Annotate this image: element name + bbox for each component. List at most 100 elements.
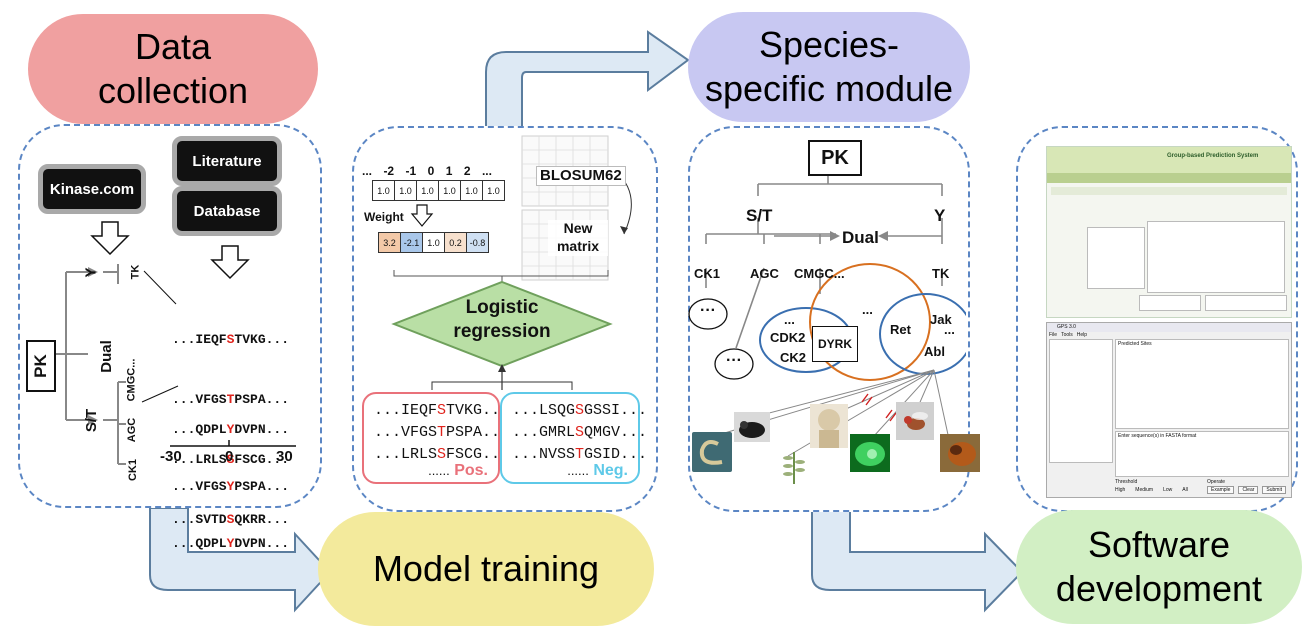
- flow-arrow-to-software: [811, 507, 1024, 613]
- gps-web-buttons: [1205, 295, 1287, 311]
- species-ret-label: Ret: [890, 322, 911, 337]
- position-label: 0: [427, 164, 435, 178]
- database-box: Database: [172, 186, 282, 236]
- example-button[interactable]: Example: [1207, 486, 1235, 494]
- weight-cell: -0.8: [466, 232, 489, 253]
- ck1-group-ellipsis: ···: [700, 302, 716, 319]
- species-agc-label: AGC: [750, 266, 779, 281]
- organism-mouse-image: [734, 412, 770, 442]
- gps-desktop-tree: [1049, 339, 1113, 463]
- gps-web-input: [1147, 221, 1285, 293]
- organism-nematode-image: [692, 432, 732, 472]
- kinase-com-label: Kinase.com: [49, 180, 135, 198]
- weight-cell: 1.0: [422, 232, 445, 253]
- weight-cell: 0.2: [444, 232, 467, 253]
- gps-desktop-results: Predicted Sites: [1115, 339, 1289, 429]
- positive-set: ...IEQFSTVKG... ...VFGSTPSPA... ...LRLSS…: [362, 392, 510, 484]
- threshold-option[interactable]: High: [1115, 487, 1126, 493]
- gps-desktop-menu: File Tools Help: [1049, 332, 1087, 338]
- negative-sequence: ...GMRLSQMGV...: [512, 424, 648, 441]
- positive-label: Pos.: [454, 462, 488, 479]
- menu-item: Help: [1076, 332, 1088, 338]
- position-label: -1: [405, 164, 417, 178]
- predicted-sites-label: Predicted Sites: [1118, 341, 1152, 347]
- threshold-option[interactable]: Low: [1163, 487, 1173, 493]
- negative-sequence: ...NVSSTGSID...: [512, 446, 648, 463]
- gps-desktop-threshold: Threshold High Medium Low All: [1115, 479, 1205, 495]
- axis-tick-center: 0: [225, 448, 234, 465]
- stage-model-training-label: Model training: [372, 548, 600, 589]
- gps-web-header: Group-based Prediction System: [1047, 147, 1291, 173]
- ck1-group-ellipse: [688, 298, 728, 330]
- literature-box: Literature: [172, 136, 282, 186]
- dual-ellipsis: ...: [862, 302, 873, 317]
- species-ck2-label: CK2: [780, 350, 807, 365]
- sequence-row: ...SVTDSQKRR...: [172, 512, 290, 527]
- pk-box: PK: [26, 340, 56, 392]
- gps-desktop-screenshot: GPS 3.0 File Tools Help Predicted Sites …: [1046, 322, 1292, 498]
- species-st-label: S/T: [746, 206, 773, 225]
- organism-human-image: [810, 404, 848, 448]
- dual-label: Dual: [97, 340, 115, 373]
- st-label: S/T: [83, 408, 101, 433]
- submit-button[interactable]: Submit: [1262, 486, 1286, 494]
- sequence-row: ...LRLSSFSCG...: [172, 452, 290, 467]
- data-collection-lines: [52, 221, 296, 465]
- position-label: ...: [481, 164, 492, 178]
- species-cmgc-label: CMGC...: [794, 266, 845, 281]
- stage-data-collection: Data collection: [28, 14, 318, 124]
- row-cell: 1.0: [460, 180, 483, 201]
- operate-label: Operate: [1207, 479, 1226, 485]
- organism-plant-image: [776, 448, 812, 484]
- agc-group-ellipse: [714, 348, 754, 380]
- st-sequence-list: ...IEQFSTVKG... ...VFGSTPSPA... ...LRLSS…: [172, 290, 289, 550]
- species-abl-label: Abl: [924, 344, 945, 359]
- flow-arrow-to-model-training: [149, 507, 332, 613]
- position-label: ...: [362, 164, 373, 178]
- stage-species-module-label: Species-specific module: [704, 24, 954, 109]
- weight-down-arrow: [410, 204, 434, 227]
- ck1-label: CK1: [127, 458, 140, 482]
- organism-fly-image: [896, 402, 934, 440]
- pk-label: PK: [31, 354, 50, 378]
- new-matrix-label-box: New matrix: [548, 220, 608, 256]
- negative-label: Neg.: [593, 462, 628, 479]
- positive-sequence: ...VFGSTPSPA...: [374, 424, 510, 441]
- menu-item: Tools: [1061, 332, 1073, 338]
- gps-web-title: Group-based Prediction System: [1167, 153, 1259, 159]
- down-arrow-database: [210, 245, 250, 280]
- gps-desktop-operate: Operate Example Clear Submit: [1207, 479, 1289, 495]
- axis-tick-right: 30: [276, 448, 293, 465]
- row-cell: 1.0: [372, 180, 395, 201]
- kinase-com-box: Kinase.com: [38, 164, 146, 214]
- stage-data-collection-label: Data collection: [97, 26, 249, 111]
- gps-web-tree: [1087, 227, 1145, 289]
- species-dual-label: Dual: [842, 228, 879, 247]
- agc-group-ellipsis: ···: [726, 352, 742, 369]
- sequence-row: ...VFGSTPSPA...: [172, 392, 290, 407]
- axis-tick-left: -30: [160, 448, 182, 465]
- positive-dots: ......: [428, 463, 450, 478]
- cmgc-label: CMGC...: [125, 358, 138, 402]
- threshold-option[interactable]: Medium: [1135, 487, 1154, 493]
- threshold-option[interactable]: All: [1182, 487, 1188, 493]
- tk-ellipsis: ...: [944, 322, 955, 337]
- clear-button[interactable]: Clear: [1238, 486, 1259, 494]
- positive-sequence: ...LRLSSFSCG...: [374, 446, 510, 463]
- menu-item: File: [1049, 332, 1058, 338]
- new-matrix-label: New matrix: [556, 220, 600, 254]
- blosum-label-box: BLOSUM62: [536, 166, 626, 186]
- species-pk-box: PK: [808, 140, 862, 176]
- stage-software-development-label: Software development: [1055, 524, 1263, 609]
- sequence-row: ...QDPLYDVPN...: [172, 422, 290, 437]
- gps-web-screenshot: Group-based Prediction System: [1046, 146, 1292, 318]
- gps-desktop-title: GPS 3.0: [1057, 324, 1076, 330]
- position-label: -2: [383, 164, 395, 178]
- sequence-row: ...VFGSYPSPA...: [172, 479, 290, 494]
- regression-label: Logistic regression: [453, 297, 551, 342]
- row-cell: 1.0: [416, 180, 439, 201]
- species-pk-label: PK: [821, 146, 849, 169]
- row-cell: 1.0: [482, 180, 505, 201]
- organism-cell-image: [850, 434, 890, 472]
